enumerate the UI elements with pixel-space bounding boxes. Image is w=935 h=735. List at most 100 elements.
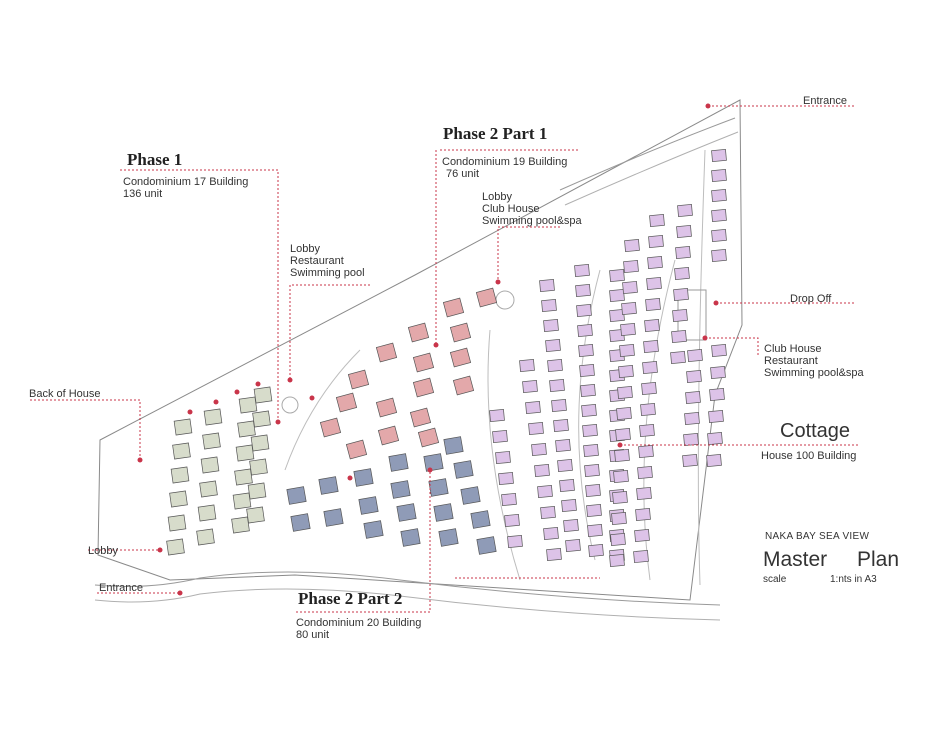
- condo-building: [166, 538, 185, 556]
- callout-line: Club House: [764, 343, 822, 355]
- project-name: NAKA BAY SEA VIEW: [765, 531, 870, 542]
- callout-line: Lobby: [482, 191, 512, 203]
- cottage-house: [671, 330, 687, 343]
- top-road: [559, 117, 736, 191]
- cottage-house: [555, 439, 571, 452]
- condo-building: [250, 434, 270, 452]
- cottage-house: [611, 512, 627, 525]
- condo-building: [400, 528, 421, 547]
- cottage-house: [640, 403, 656, 416]
- condo-building: [335, 392, 358, 413]
- cottage-houses: [489, 149, 727, 567]
- cottage-house: [677, 204, 693, 217]
- cottage-title: Cottage: [780, 420, 851, 442]
- cottage-house: [581, 404, 597, 417]
- callout-line: Restaurant: [290, 255, 344, 267]
- cottage-house: [540, 506, 556, 519]
- leader-lobby-clubhouse: [497, 226, 560, 280]
- condo-building: [237, 420, 256, 438]
- cottage-house: [616, 407, 632, 420]
- cottage-house: [711, 149, 727, 162]
- cottage-house: [670, 351, 686, 364]
- cottage-house: [649, 214, 665, 227]
- cottage-house: [620, 323, 636, 336]
- callout-line: Swimming pool&spa: [764, 367, 864, 379]
- condo-building: [449, 347, 472, 368]
- phase2p2-title: Phase 2 Part 2: [298, 589, 403, 608]
- phase2p1-title: Phase 2 Part 1: [443, 124, 548, 143]
- cottage-house: [643, 340, 659, 353]
- cottage-house: [563, 519, 579, 532]
- cottage-house: [584, 464, 600, 477]
- cottage-house: [587, 524, 603, 537]
- cottage-house: [547, 359, 563, 372]
- cottage-house: [711, 189, 727, 202]
- condo-building: [253, 386, 273, 404]
- cottage-house: [546, 548, 562, 561]
- condo-building: [286, 486, 307, 505]
- phase2p1-line1: Condominium 19 Building: [442, 156, 568, 168]
- cottage-house: [685, 391, 701, 404]
- scale-label: scale: [763, 574, 787, 585]
- cottage-house: [585, 484, 601, 497]
- cottage-house: [561, 499, 577, 512]
- cottage-house: [609, 554, 625, 567]
- cottage-house: [642, 361, 658, 374]
- cottage-house: [525, 401, 541, 414]
- condo-building: [453, 460, 474, 479]
- cottage-house: [549, 379, 565, 392]
- cottage-house: [676, 225, 692, 238]
- cottage-house: [495, 451, 511, 464]
- condo-building: [388, 453, 409, 472]
- cottage-house: [501, 493, 517, 506]
- cottage-house: [711, 249, 727, 262]
- condo-building: [476, 536, 497, 555]
- cottage-house: [519, 359, 535, 372]
- condo-building: [375, 342, 398, 363]
- cottage-house: [565, 539, 581, 552]
- cottage-house: [675, 246, 691, 259]
- cottage-house: [638, 445, 654, 458]
- cottage-house: [522, 380, 538, 393]
- cottage-house: [644, 319, 660, 332]
- cottage-house: [706, 454, 722, 467]
- phase1-line1: Condominium 17 Building: [123, 176, 249, 188]
- cottage-house: [674, 267, 690, 280]
- condo-building: [318, 476, 339, 495]
- cottage-house: [707, 432, 723, 445]
- callout-line: Swimming pool&spa: [482, 215, 582, 227]
- cottage-house: [609, 269, 625, 282]
- cottage-house: [574, 264, 590, 277]
- cottage-house: [582, 424, 598, 437]
- cottage-house: [609, 289, 625, 302]
- condo-building: [475, 287, 498, 308]
- perimeter-road: [94, 571, 721, 606]
- condo-building: [460, 486, 481, 505]
- condo-building: [409, 407, 432, 428]
- condo-building: [203, 408, 223, 426]
- entrance-bottom-label: Entrance: [99, 582, 144, 594]
- cottage-house: [612, 491, 628, 504]
- condo-building: [433, 503, 454, 522]
- condo-building: [396, 503, 417, 522]
- condo-building: [319, 417, 342, 438]
- callout-lobby-clubhouse-pool: Lobby Club House Swimming pool&spa: [482, 191, 582, 227]
- cottage-house: [711, 344, 727, 357]
- cottage-house: [618, 365, 634, 378]
- callout-line: Club House: [482, 203, 540, 215]
- condo-building: [417, 427, 440, 448]
- cottage-house: [579, 364, 595, 377]
- cottage-house: [635, 508, 651, 521]
- cottage-house: [682, 454, 698, 467]
- condo-building: [173, 418, 193, 436]
- drop-off-label: Drop Off: [790, 293, 832, 305]
- cottage-house: [709, 388, 725, 401]
- cottage-house: [539, 279, 555, 292]
- cottage-house: [559, 479, 575, 492]
- condo-building: [470, 510, 491, 529]
- phase2p2-line1: Condominium 20 Building: [296, 617, 422, 629]
- phase2-part1-buildings: [319, 287, 498, 460]
- condo-building: [375, 397, 398, 418]
- cottage-house: [613, 470, 629, 483]
